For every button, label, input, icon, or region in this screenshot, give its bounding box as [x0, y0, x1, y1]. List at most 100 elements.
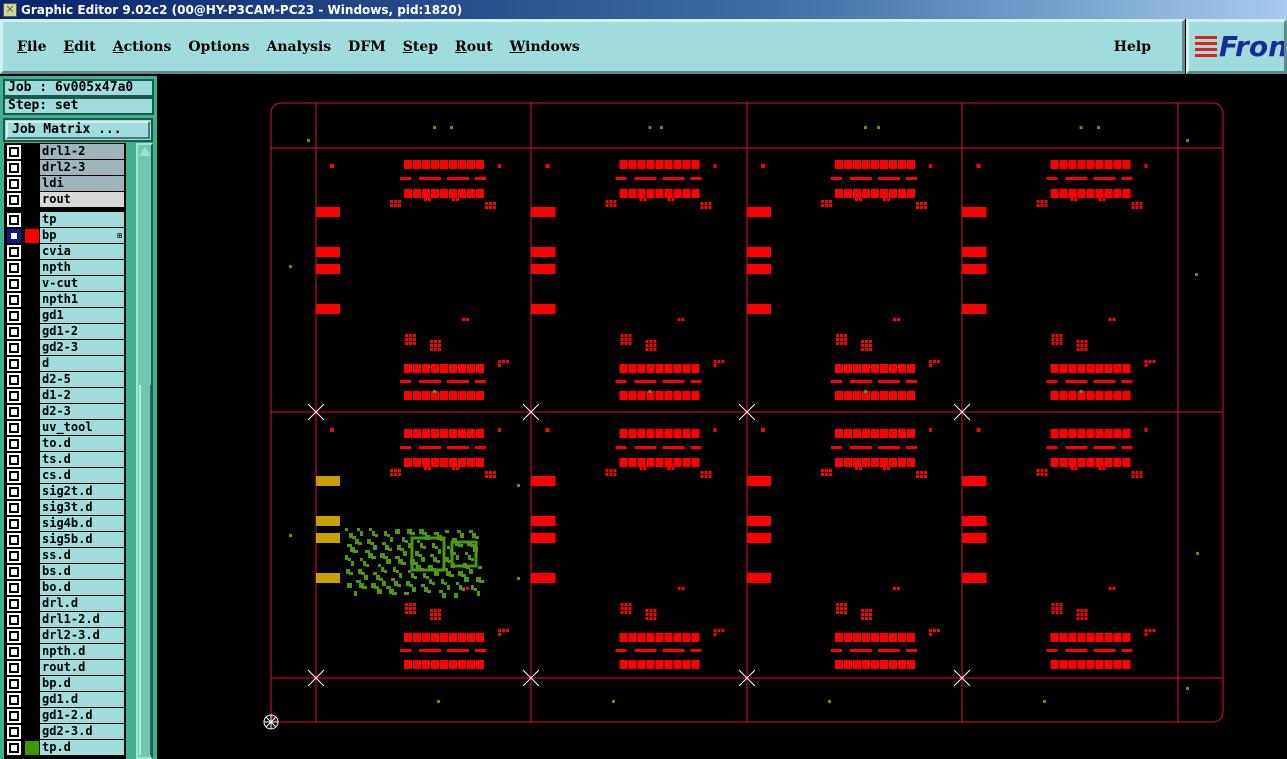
layer-row-bs.d[interactable]: bs.d [4, 564, 126, 580]
layer-checkbox[interactable] [7, 549, 21, 563]
layer-checkbox[interactable] [7, 293, 21, 307]
job-matrix-button[interactable]: Job Matrix ... [3, 118, 153, 142]
layer-checkbox[interactable] [7, 161, 21, 175]
layer-name[interactable]: rout [40, 192, 124, 207]
layer-row-ss.d[interactable]: ss.d [4, 548, 126, 564]
layer-checkbox[interactable] [7, 213, 21, 227]
menu-step[interactable]: Step [402, 38, 439, 55]
layer-name[interactable]: gd2-3.d [40, 724, 124, 739]
layer-row-d2-5[interactable]: d2-5 [4, 372, 126, 388]
layer-row-v-cut[interactable]: v-cut [4, 276, 126, 292]
layer-name[interactable]: ts.d [40, 452, 124, 467]
layer-name[interactable]: sig3t.d [40, 500, 124, 515]
layer-name[interactable]: cvia [40, 244, 124, 259]
layer-row-rout.d[interactable]: rout.d [4, 660, 126, 676]
layer-row-sig2t.d[interactable]: sig2t.d [4, 484, 126, 500]
layer-name[interactable]: bs.d [40, 564, 124, 579]
layer-name[interactable]: drl.d [40, 596, 124, 611]
layer-row-tp[interactable]: tp [4, 212, 126, 228]
layer-checkbox[interactable] [7, 693, 21, 707]
layer-name[interactable]: cs.d [40, 468, 124, 483]
layer-checkbox[interactable] [7, 725, 21, 739]
layer-checkbox[interactable] [7, 661, 21, 675]
layer-row-gd1-2.d[interactable]: gd1-2.d [4, 708, 126, 724]
menu-analysis[interactable]: Analysis [266, 38, 332, 55]
layer-row-drl.d[interactable]: drl.d [4, 596, 126, 612]
layer-checkbox[interactable] [7, 373, 21, 387]
layer-row-rout[interactable]: rout [4, 192, 126, 208]
layer-row-tp.d[interactable]: tp.d [4, 740, 126, 756]
scroll-thumb[interactable] [139, 385, 151, 755]
layer-row-sig4b.d[interactable]: sig4b.d [4, 516, 126, 532]
layer-checkbox[interactable] [7, 629, 21, 643]
layer-checkbox[interactable] [7, 389, 21, 403]
menu-rout[interactable]: Rout [455, 38, 493, 55]
graphic-canvas[interactable] [157, 76, 1287, 759]
layer-checkbox[interactable] [7, 469, 21, 483]
scroll-up-icon[interactable] [139, 147, 151, 156]
layer-name[interactable]: drl1-2 [40, 144, 124, 159]
layer-row-gd2-3.d[interactable]: gd2-3.d [4, 724, 126, 740]
layer-checkbox[interactable] [7, 437, 21, 451]
expand-icon[interactable]: ⊞ [117, 231, 122, 240]
layer-name[interactable]: drl2-3 [40, 160, 124, 175]
layer-checkbox[interactable] [7, 177, 21, 191]
layer-list-scrollbar[interactable] [136, 143, 153, 759]
layer-name[interactable]: ldi [40, 176, 124, 191]
layer-row-d[interactable]: d [4, 356, 126, 372]
layer-row-gd1[interactable]: gd1 [4, 308, 126, 324]
layer-row-gd1-2[interactable]: gd1-2 [4, 324, 126, 340]
layer-name[interactable]: ss.d [40, 548, 124, 563]
layer-name[interactable]: npth [40, 260, 124, 275]
layer-name[interactable]: gd2-3 [40, 340, 124, 355]
layer-name[interactable]: tp.d [40, 740, 124, 755]
layer-checkbox[interactable] [7, 357, 21, 371]
layer-row-bp.d[interactable]: bp.d [4, 676, 126, 692]
layer-name[interactable]: sig4b.d [40, 516, 124, 531]
layer-row-bo.d[interactable]: bo.d [4, 580, 126, 596]
layer-name[interactable]: to.d [40, 436, 124, 451]
layer-name[interactable]: tp [40, 212, 124, 227]
layer-checkbox[interactable] [7, 709, 21, 723]
layer-row-cs.d[interactable]: cs.d [4, 468, 126, 484]
layer-checkbox[interactable] [7, 613, 21, 627]
layer-row-cvia[interactable]: cvia [4, 244, 126, 260]
layer-checkbox[interactable] [7, 533, 21, 547]
layer-name[interactable]: drl1-2.d [40, 612, 124, 627]
layer-name[interactable]: sig5b.d [40, 532, 124, 547]
layer-checkbox[interactable] [7, 405, 21, 419]
menu-file[interactable]: File [17, 38, 47, 55]
layer-checkbox[interactable] [7, 309, 21, 323]
layer-checkbox[interactable] [7, 517, 21, 531]
layer-row-drl1-2[interactable]: drl1-2 [4, 144, 126, 160]
layer-row-npth.d[interactable]: npth.d [4, 644, 126, 660]
layer-row-sig5b.d[interactable]: sig5b.d [4, 532, 126, 548]
layer-checkbox[interactable] [7, 741, 21, 755]
layer-checkbox[interactable] [7, 325, 21, 339]
layer-row-bp[interactable]: bp⊞ [4, 228, 126, 244]
layer-name[interactable]: rout.d [40, 660, 124, 675]
layer-name[interactable]: sig2t.d [40, 484, 124, 499]
layer-checkbox[interactable] [7, 245, 21, 259]
layer-checkbox[interactable] [7, 485, 21, 499]
layer-checkbox[interactable] [7, 645, 21, 659]
menu-windows[interactable]: Windows [509, 38, 580, 55]
layer-row-ldi[interactable]: ldi [4, 176, 126, 192]
layer-checkbox[interactable] [7, 581, 21, 595]
layer-row-uv_tool[interactable]: uv_tool [4, 420, 126, 436]
layer-row-gd2-3[interactable]: gd2-3 [4, 340, 126, 356]
layer-checkbox[interactable] [7, 261, 21, 275]
layer-checkbox[interactable] [7, 229, 21, 243]
layer-name[interactable]: d2-3 [40, 404, 124, 419]
layer-name[interactable]: d2-5 [40, 372, 124, 387]
layer-name[interactable]: bp⊞ [40, 228, 124, 243]
layer-row-d2-3[interactable]: d2-3 [4, 404, 126, 420]
layer-name[interactable]: gd1 [40, 308, 124, 323]
layer-name[interactable]: v-cut [40, 276, 124, 291]
layer-row-drl1-2.d[interactable]: drl1-2.d [4, 612, 126, 628]
layer-checkbox[interactable] [7, 277, 21, 291]
layer-checkbox[interactable] [7, 677, 21, 691]
layer-name[interactable]: bo.d [40, 580, 124, 595]
layer-name[interactable]: drl2-3.d [40, 628, 124, 643]
layer-name[interactable]: npth.d [40, 644, 124, 659]
